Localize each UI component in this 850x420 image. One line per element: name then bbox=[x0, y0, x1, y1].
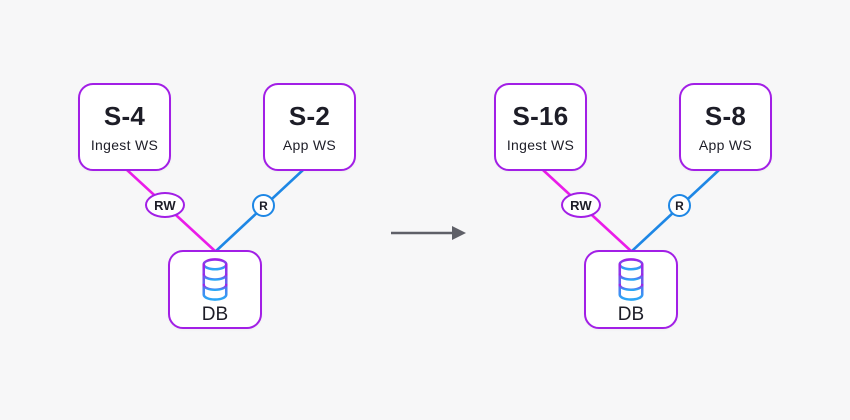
database-icon bbox=[199, 257, 231, 302]
ingest-server-node: S-16 Ingest WS bbox=[494, 83, 587, 171]
server-size-label: S-16 bbox=[512, 100, 569, 131]
server-role-label: Ingest WS bbox=[506, 136, 575, 153]
app-server-node: S-2 App WS bbox=[263, 83, 356, 171]
server-size-label: S-8 bbox=[704, 100, 747, 131]
write-permission-badge: RW bbox=[561, 192, 601, 218]
database-node: DB bbox=[168, 250, 262, 329]
write-permission-badge: RW bbox=[145, 192, 185, 218]
server-role-label: Ingest WS bbox=[90, 136, 159, 153]
app-server-node: S-8 App WS bbox=[679, 83, 772, 171]
server-size-label: S-4 bbox=[103, 100, 146, 131]
server-role-label: App WS bbox=[698, 136, 753, 153]
database-label: DB bbox=[617, 304, 645, 325]
right-arrow-icon bbox=[391, 226, 466, 240]
read-permission-badge: R bbox=[252, 194, 275, 217]
database-node: DB bbox=[584, 250, 678, 329]
ingest-server-node: S-4 Ingest WS bbox=[78, 83, 171, 171]
database-label: DB bbox=[201, 304, 229, 325]
database-icon bbox=[615, 257, 647, 302]
read-permission-badge: R bbox=[668, 194, 691, 217]
server-role-label: App WS bbox=[282, 136, 337, 153]
server-size-label: S-2 bbox=[288, 100, 331, 131]
